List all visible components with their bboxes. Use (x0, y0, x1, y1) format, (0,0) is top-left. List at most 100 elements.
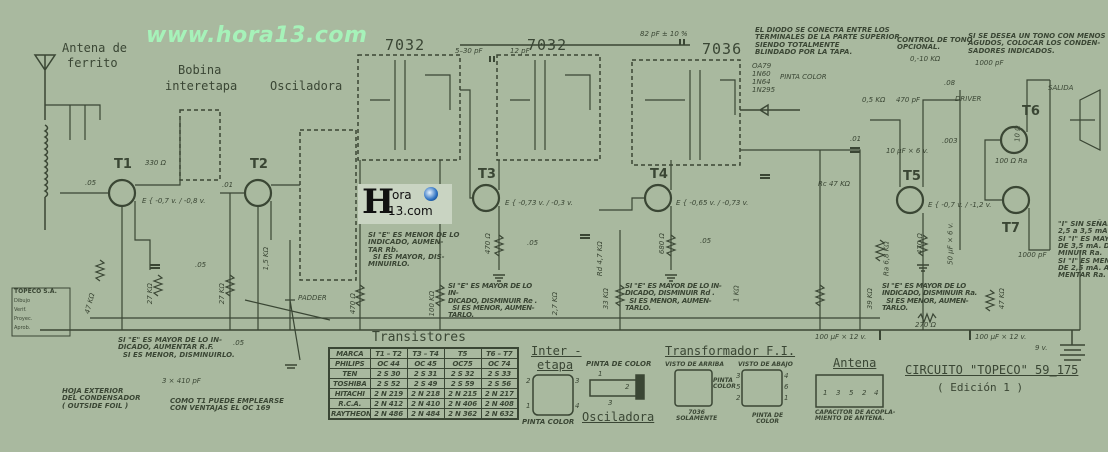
value-label: Rd 4,7 KΩ (595, 241, 604, 277)
interetapa-detail (532, 374, 574, 416)
pin-label: 2 (526, 377, 531, 385)
note-t1-rf: SI "E" ES MAYOR DE LO IN- DICADO, AUMENT… (118, 336, 235, 359)
pin-label: 5 (736, 383, 741, 391)
pin-label: 1 (526, 402, 531, 410)
voltage-label: E { -0,73 v. / -0,3 v. (505, 199, 573, 207)
table-cell: OC 45 (406, 358, 445, 369)
table-cell: TOSHIBA (328, 378, 371, 389)
note-graves: SI SE DESEA UN TONO CON MENOS AGUDOS, CO… (968, 32, 1106, 55)
voltage-label: E { -0,7 v. / -1,2 v. (928, 201, 992, 209)
stamp-row: Dibujo (14, 298, 31, 304)
value-label: 33 KΩ (601, 288, 610, 310)
label-t2: T2 (250, 157, 268, 172)
value-label: Ra 6,8 KΩ (882, 241, 891, 277)
voltage-label: E { -0,7 v. / -0,8 v. (142, 197, 206, 205)
table-cell: 2 N 218 (406, 388, 445, 399)
table-cell: OC 44 (369, 358, 408, 369)
hora13-logo: H ora 13.com (358, 182, 452, 224)
stamp (11, 287, 71, 337)
pin-label: 4 (575, 402, 580, 410)
note-t3-re: SI "E" ES MAYOR DE LO IN- DICADO, DISMIN… (448, 282, 537, 320)
note-tone: CONTROL DE TONO OPCIONAL. (897, 36, 973, 52)
table-cell: PHILIPS (328, 358, 371, 369)
label-padder: PADDER (298, 294, 327, 302)
table-cell: 2 S 59 (443, 378, 482, 389)
label-t3: T3 (478, 167, 496, 182)
antenna-symbol (33, 54, 57, 120)
transistors-table: MARCA T1 – T2 T3 – T4 T5 T6 – T7 PHILIPS… (328, 347, 519, 420)
voltage-label: E { -0,65 v. / -0,73 v. (676, 199, 749, 207)
pin-label: 2 (625, 383, 630, 391)
value-label: 0,5 KΩ (862, 96, 886, 104)
label-antena-ferrito: Antena de (62, 41, 128, 55)
value-label: 270 Ω (915, 321, 936, 329)
value-label: 82 pF ± 10 % (640, 30, 688, 38)
table-header: MARCA (328, 347, 371, 359)
value-label: 1000 pF (1018, 251, 1047, 259)
note-t5-ra: SI "E" ES MAYOR DE LO INDICADO, DISMINUI… (882, 282, 978, 313)
value-label: 5–30 pF (455, 47, 483, 55)
table-header: T1 – T2 (369, 347, 408, 359)
table-cell: 2 N 486 (369, 408, 408, 420)
logo-letter: H (362, 182, 395, 222)
stamp-title: TOPECO S.A. (14, 288, 57, 295)
if-transformer-3-shield (631, 59, 741, 166)
value-label: 12 pF (510, 47, 530, 55)
value-label: 0,-10 KΩ (910, 55, 941, 63)
table-cell: 2 S 52 (369, 378, 408, 389)
table-cell: 2 N 217 (480, 388, 519, 399)
pin-label: 1 (823, 389, 828, 397)
table-cell: RAYTHEON (328, 408, 371, 420)
value-label: 100 µF × 12 v. (815, 333, 867, 341)
table-cell: HITACHI (328, 388, 371, 399)
view-top: VISTO DE ARRIBA (665, 361, 724, 368)
detector-diode (740, 103, 800, 117)
table-cell: 2 N 219 (369, 388, 408, 399)
interetapa-title-1: Inter - (531, 344, 582, 358)
table-cell: 2 S 30 (369, 368, 408, 379)
pin-label: 1 (598, 370, 603, 378)
pin-label: 4 (874, 389, 879, 397)
table-header-row: MARCA T1 – T2 T3 – T4 T5 T6 – T7 (328, 347, 519, 359)
circuit-edition: ( Edición 1 ) (937, 381, 1024, 394)
battery (1060, 330, 1085, 361)
label-t1: T1 (114, 157, 132, 172)
table-cell: 2 N 406 (443, 398, 482, 409)
pin-label: 6 (784, 383, 789, 391)
if-transformer-2-shield (496, 54, 601, 161)
pin-label: 2 (862, 389, 867, 397)
table-cell: R.C.A. (328, 398, 371, 409)
osc-pinta: PINTA DE COLOR (586, 360, 652, 368)
label-if2: 7032 (527, 36, 568, 54)
label-t5: T5 (903, 169, 921, 184)
transformer-pinta: PINTA COLOR (713, 377, 736, 391)
value-label: .01 (850, 135, 862, 143)
label-interetapa: interetapa (165, 79, 238, 93)
note-diode: EL DIODO SE CONECTA ENTRE LOS TERMINALES… (755, 26, 900, 57)
circuit-title: CIRCUITO "TOPECO" 59_175 (905, 363, 1079, 377)
table-cell: 2 N 412 (369, 398, 408, 409)
value-label: 10 Ω (1013, 125, 1022, 142)
value-label: .05 (195, 261, 207, 269)
label-driver: DRIVER (955, 95, 982, 103)
transistors-title: Transistores (372, 330, 466, 345)
antena-detail-title: Antena (833, 356, 877, 370)
osc-detail-title: Osciladora (582, 410, 655, 424)
value-label: 470 pF (896, 96, 921, 104)
pin-label: 3 (836, 389, 841, 397)
view-bottom: VISTO DE ABAJO (738, 361, 793, 368)
value-label: .05 (85, 179, 97, 187)
table-header: T3 – T4 (406, 347, 445, 359)
label-if1: 7032 (385, 36, 426, 54)
label-diode-2: 1N60 (752, 70, 771, 78)
logo-text-1: ora (392, 188, 412, 202)
transformer-title: Transformador F.I. (665, 344, 796, 358)
value-label: 100 KΩ (428, 290, 437, 317)
value-label: .08 (944, 79, 956, 87)
value-label: 680 Ω (657, 233, 666, 255)
value-label: .05 (700, 237, 712, 245)
table-cell: 2 N 408 (480, 398, 519, 409)
